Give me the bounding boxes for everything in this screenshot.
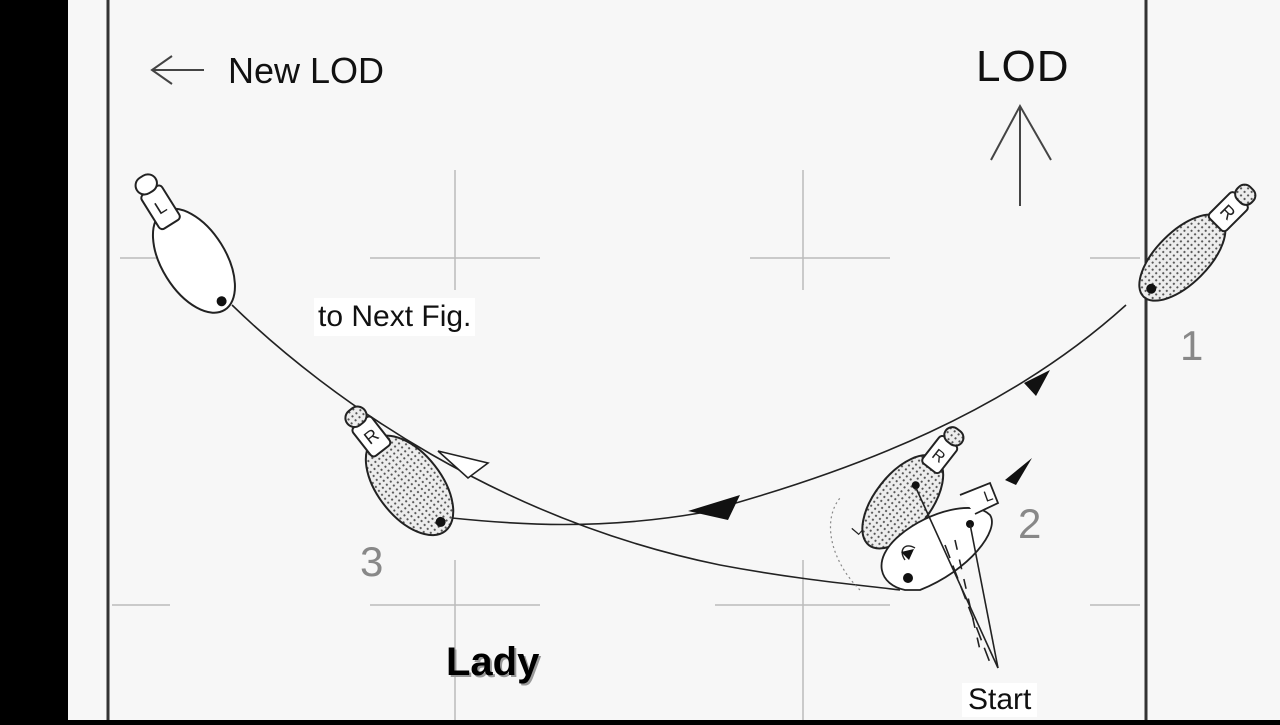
rotation-arrow-icon xyxy=(901,545,916,561)
rotation-arrowhead xyxy=(901,549,914,560)
new-lod-arrow-icon xyxy=(150,55,204,85)
lod-label: LOD xyxy=(976,42,1070,91)
path-to-next-figure xyxy=(231,304,901,591)
direction-arrow-solid xyxy=(688,495,740,520)
to-next-fig-label: to Next Fig. xyxy=(314,298,476,336)
paper-background xyxy=(68,0,1280,720)
step-number-1: 1 xyxy=(1180,322,1204,369)
start-lines xyxy=(915,487,999,669)
direction-arrow-small xyxy=(1024,370,1050,396)
new-lod-label: New LOD xyxy=(228,50,385,91)
foot-step1-right: R xyxy=(1138,183,1257,302)
start-label: Start xyxy=(962,683,1038,717)
path-step1-to-step3 xyxy=(451,304,1127,526)
grid-crosses xyxy=(112,170,1140,720)
foot-step2-start-left: L xyxy=(829,481,1000,591)
lady-label: Lady xyxy=(446,640,540,684)
direction-arrow-open xyxy=(437,450,490,480)
foot-next-fig-left: L xyxy=(134,173,236,314)
foot-step3-right: R xyxy=(344,405,455,537)
step-number-3: 3 xyxy=(360,538,384,585)
lod-up-arrow-icon xyxy=(990,103,1052,206)
turn-arrow xyxy=(1005,458,1032,485)
step-number-2: 2 xyxy=(1018,500,1042,547)
